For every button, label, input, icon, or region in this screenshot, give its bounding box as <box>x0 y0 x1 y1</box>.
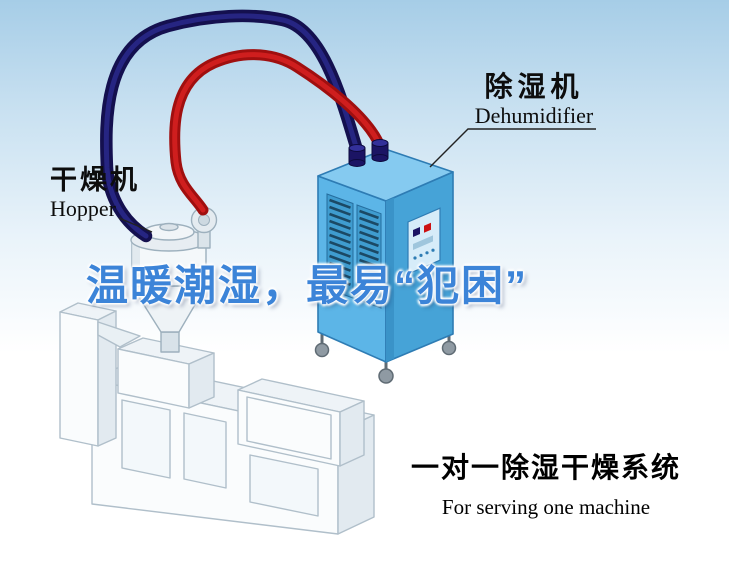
louver-vents <box>326 193 382 309</box>
hose-connectors <box>348 139 389 167</box>
machine-unit-side <box>339 400 365 467</box>
dehumidifier-label-en: Dehumidifier <box>474 103 594 129</box>
hopper-label-zh: 干燥机 <box>50 165 140 195</box>
machine-column-side <box>97 310 117 447</box>
red-hose-highlight <box>172 52 383 213</box>
hopper-callout: 干燥机 Hopper <box>50 165 140 222</box>
panel-button-blue <box>413 227 420 237</box>
hopper-neck <box>160 331 180 353</box>
dehumidifier-callout: 除湿机 Dehumidifier <box>452 71 616 129</box>
hopper-body-shade <box>132 240 140 286</box>
leader-lines <box>118 128 596 233</box>
system-caption: 一对一除湿干燥系统 For serving one machine <box>398 446 694 520</box>
cabinet-corner-shade <box>386 197 394 362</box>
machine-guard <box>97 321 141 348</box>
caster-wheels <box>314 334 457 384</box>
watermark-title: 温暖潮湿，最易“犯困” <box>86 262 529 309</box>
system-caption-zh: 一对一除湿干燥系统 <box>410 452 681 483</box>
hopper-blower-hub <box>198 214 210 226</box>
hopper-lid-knob <box>159 222 179 232</box>
panel-button-red <box>424 222 431 233</box>
hopper-base-side <box>188 352 215 409</box>
dehumidifier-label-zh: 除湿机 <box>484 71 584 102</box>
panel-dots <box>413 248 435 260</box>
control-panel <box>407 207 441 275</box>
machine-column-front <box>59 311 99 447</box>
air-hoses <box>100 9 386 243</box>
machine-unit-door <box>246 396 332 460</box>
machine-door-panels <box>121 399 319 517</box>
panel-display <box>413 235 433 250</box>
system-caption-en: For serving one machine <box>441 495 651 519</box>
extruder-machine <box>59 302 375 535</box>
hopper-leader-line <box>118 217 153 233</box>
hopper-label-en: Hopper <box>50 196 116 222</box>
dehumidifier-leader-line <box>429 128 596 168</box>
dehumidifier-cabinet <box>314 148 457 384</box>
blue-hose-highlight <box>103 13 360 239</box>
